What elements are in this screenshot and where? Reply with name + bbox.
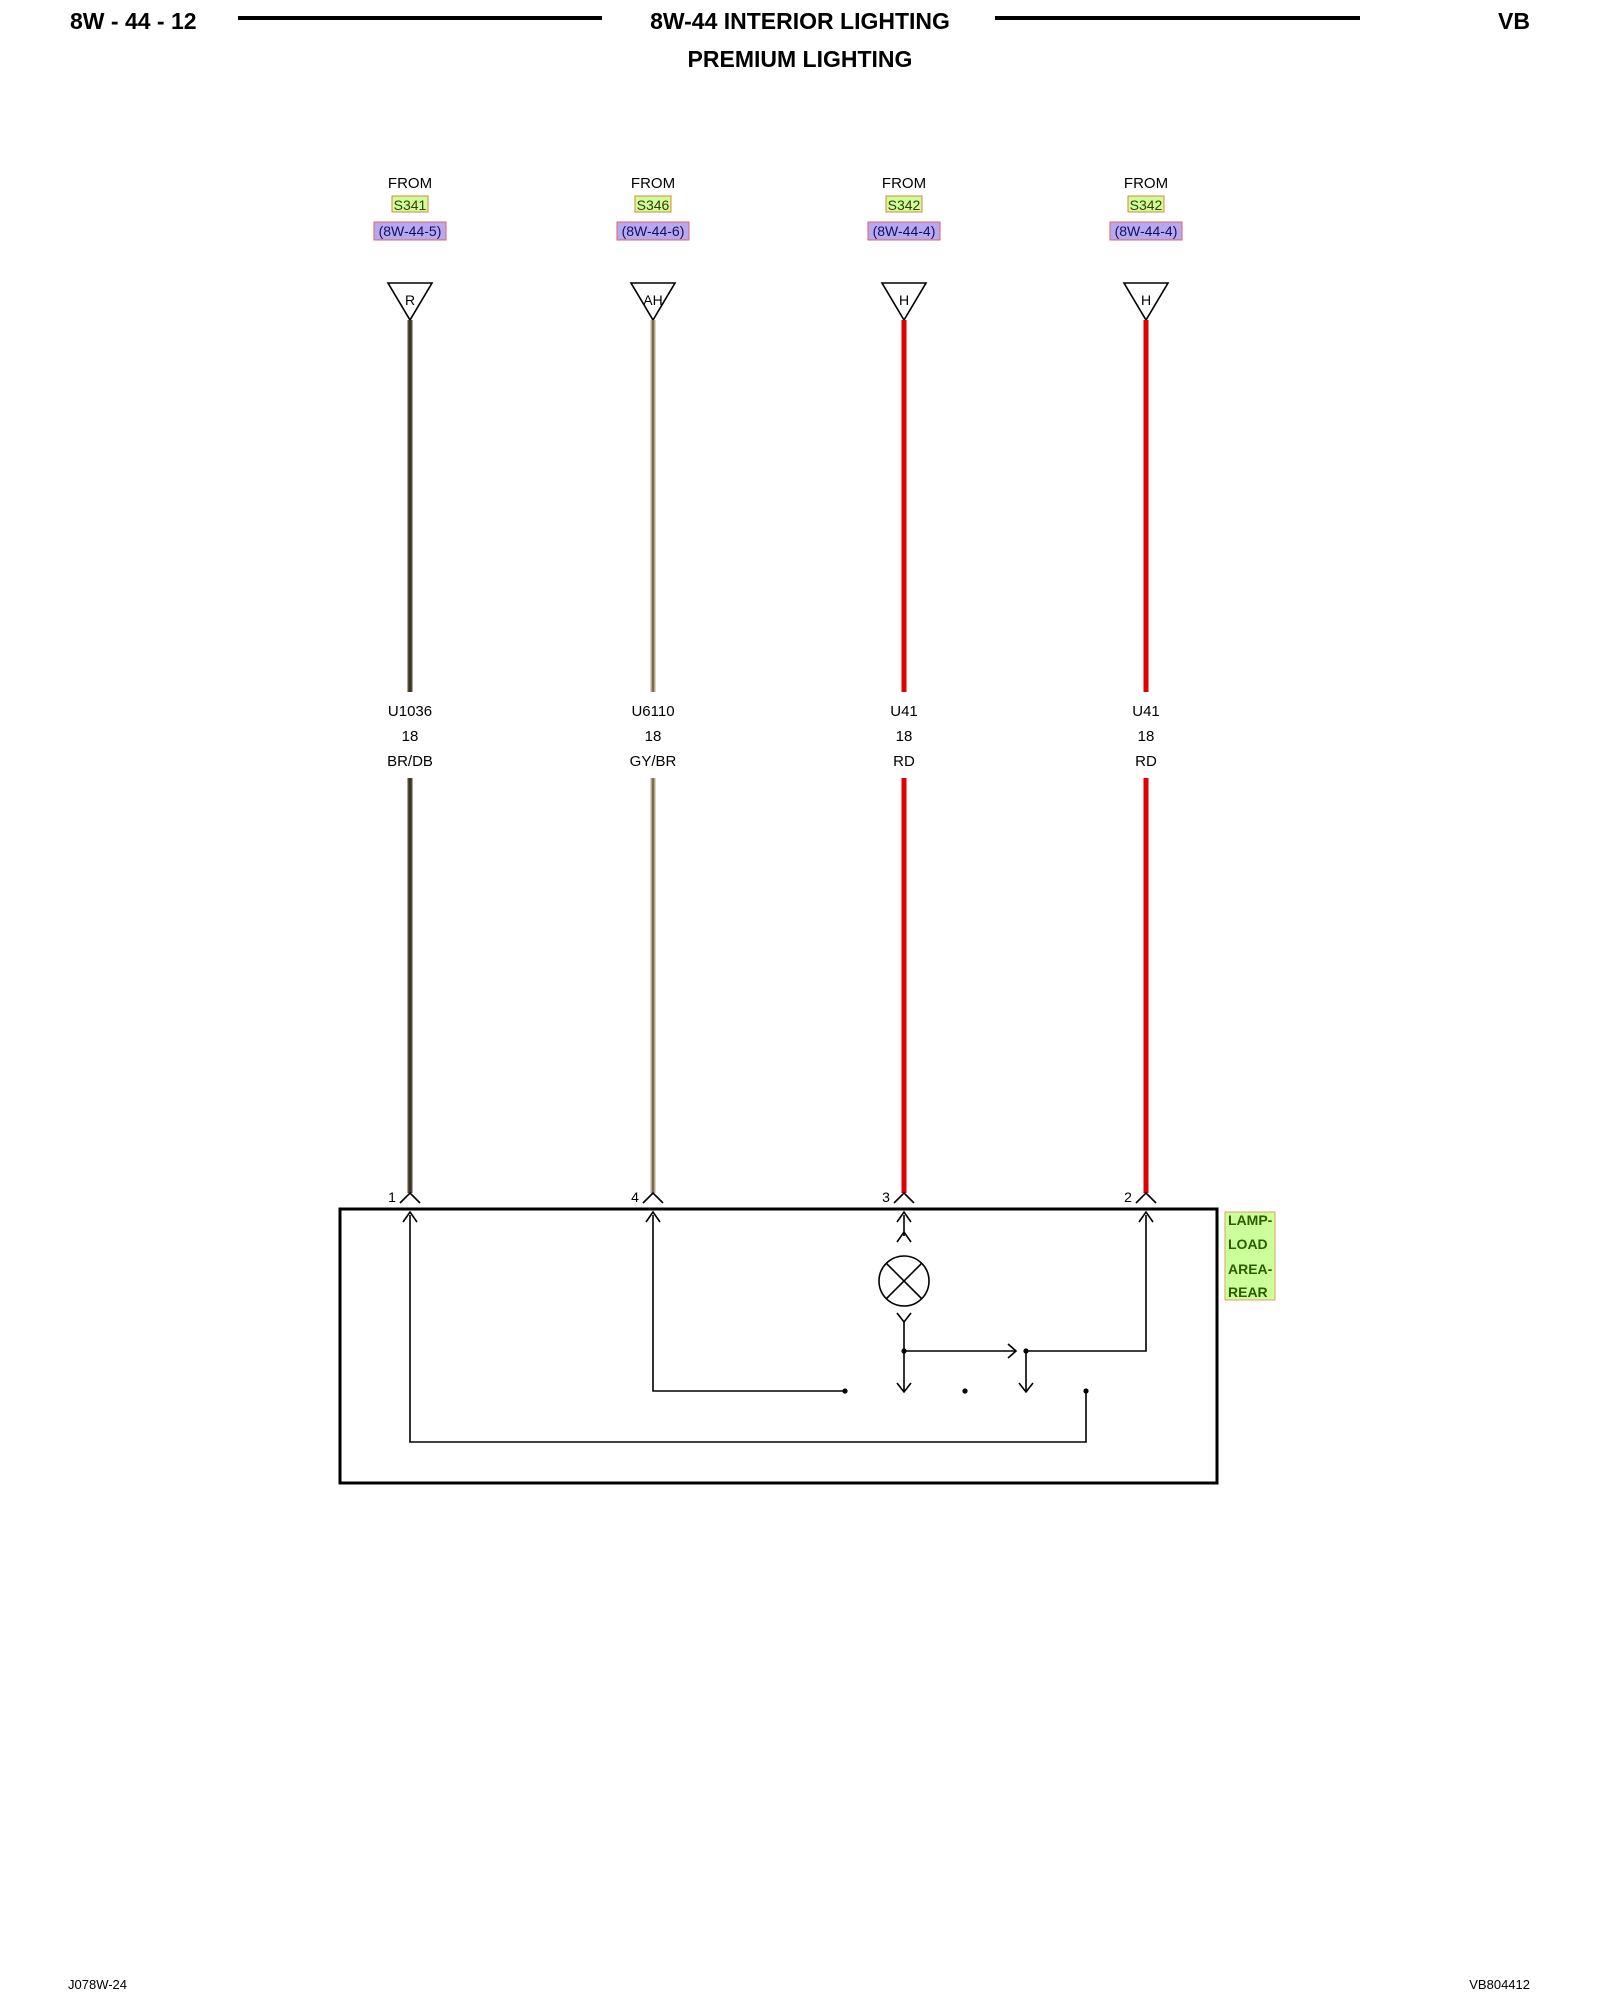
- pin-number: 1: [388, 1189, 396, 1205]
- connector-triangle-icon: [629, 282, 677, 322]
- page-ref-bg: [616, 221, 690, 241]
- from-label: FROM: [882, 175, 926, 192]
- from-label: FROM: [1124, 175, 1168, 192]
- lamp-bottom-arrow: [896, 1312, 912, 1324]
- pin-number: 2: [1124, 1189, 1132, 1205]
- junction-dot: [901, 1348, 907, 1354]
- circuit-number: U1036: [388, 703, 432, 720]
- page-ref-bg: [373, 221, 447, 241]
- terminal-chevron-icon: [1135, 1191, 1157, 1204]
- component-name-line: AREA-: [1228, 1261, 1273, 1277]
- page-ref-link[interactable]: (8W-44-4): [1115, 223, 1178, 239]
- circuit-number: U41: [890, 703, 918, 720]
- junction-dot: [1023, 1348, 1029, 1354]
- terminal-chevron-icon: [893, 1191, 915, 1204]
- model-code: VB: [1498, 8, 1530, 34]
- splice-tag-bg: [1127, 195, 1165, 213]
- page-title: 8W-44 INTERIOR LIGHTING: [650, 8, 950, 34]
- circuit-number: U6110: [631, 703, 674, 720]
- terminal-chevron-icon: [642, 1191, 664, 1204]
- header-rule-left: [238, 16, 602, 20]
- circuit-number: U41: [1132, 703, 1160, 720]
- page-ref-bg: [867, 221, 941, 241]
- splice-link[interactable]: S346: [637, 197, 670, 213]
- splice-link[interactable]: S341: [394, 197, 427, 213]
- switch-contact: [1083, 1388, 1089, 1394]
- splice-tag-bg: [634, 195, 672, 213]
- page-ref-link[interactable]: (8W-44-5): [379, 223, 442, 239]
- pin2-arrow: [1138, 1210, 1154, 1223]
- page-number: 8W - 44 - 12: [70, 8, 197, 34]
- connector-cavity: R: [405, 292, 415, 308]
- switch-contact-arrow: [896, 1382, 912, 1394]
- from-label: FROM: [388, 175, 432, 192]
- from-label: FROM: [631, 175, 675, 192]
- wire-gauge: 18: [896, 728, 913, 745]
- wire-gauge: 18: [402, 728, 419, 745]
- lamp-top-arrow: [896, 1230, 912, 1243]
- pin-number: 4: [631, 1189, 639, 1205]
- pin2-trace: [1025, 1215, 1147, 1392]
- splice-tag-bg: [885, 195, 923, 213]
- component-name-line: REAR: [1228, 1284, 1268, 1300]
- wire-color-code: RD: [1135, 753, 1157, 770]
- page-ref-link[interactable]: (8W-44-4): [873, 223, 936, 239]
- wire-color-code: GY/BR: [630, 753, 677, 770]
- page-ref-bg: [1109, 221, 1183, 241]
- page-ref-link[interactable]: (8W-44-6): [622, 223, 685, 239]
- component-name-line: LOAD: [1228, 1236, 1268, 1252]
- splice-link[interactable]: S342: [1130, 197, 1163, 213]
- connector-cavity: H: [1141, 292, 1151, 308]
- connector-triangle-icon: [880, 282, 928, 322]
- splice-link[interactable]: S342: [888, 197, 921, 213]
- branch-arrow: [1007, 1343, 1018, 1359]
- wire-color-code: BR/DB: [387, 753, 433, 770]
- pin4-arrow: [645, 1210, 661, 1223]
- wire-color-code: RD: [893, 753, 915, 770]
- connector-triangle-icon: [1122, 282, 1170, 322]
- component-name-line: LAMP-: [1228, 1212, 1273, 1228]
- splice-tag-bg: [391, 195, 429, 213]
- connector-cavity: H: [899, 292, 909, 308]
- pin2-contact-arrow: [1018, 1382, 1034, 1394]
- switch-contact: [962, 1388, 968, 1394]
- switch-contact: [842, 1388, 848, 1394]
- switch-contacts: [842, 1348, 1089, 1394]
- pin4-trace: [652, 1215, 845, 1392]
- internal-circuit: [402, 1210, 1154, 1443]
- terminal-chevron-icon: [399, 1191, 421, 1204]
- component-outline: [338, 1207, 1219, 1485]
- wire-gauge: 18: [1138, 728, 1155, 745]
- pin3-arrow: [896, 1210, 912, 1223]
- pin1-trace: [409, 1215, 1087, 1443]
- page-subtitle: PREMIUM LIGHTING: [687, 46, 913, 72]
- connector-triangle-icon: [386, 282, 434, 322]
- pin-number: 3: [882, 1189, 890, 1205]
- component-label-bg: [1224, 1211, 1276, 1301]
- footer-left-code: J078W-24: [68, 1977, 128, 1992]
- footer-right-code: VB804412: [1469, 1977, 1530, 1992]
- connector-cavity: AH: [643, 292, 662, 308]
- header-rule-right: [995, 16, 1360, 20]
- wire-gauge: 18: [645, 728, 662, 745]
- pin1-arrow: [402, 1210, 418, 1223]
- lamp-bulb-icon: [878, 1255, 930, 1307]
- lamp-bulb-cross: [885, 1262, 923, 1300]
